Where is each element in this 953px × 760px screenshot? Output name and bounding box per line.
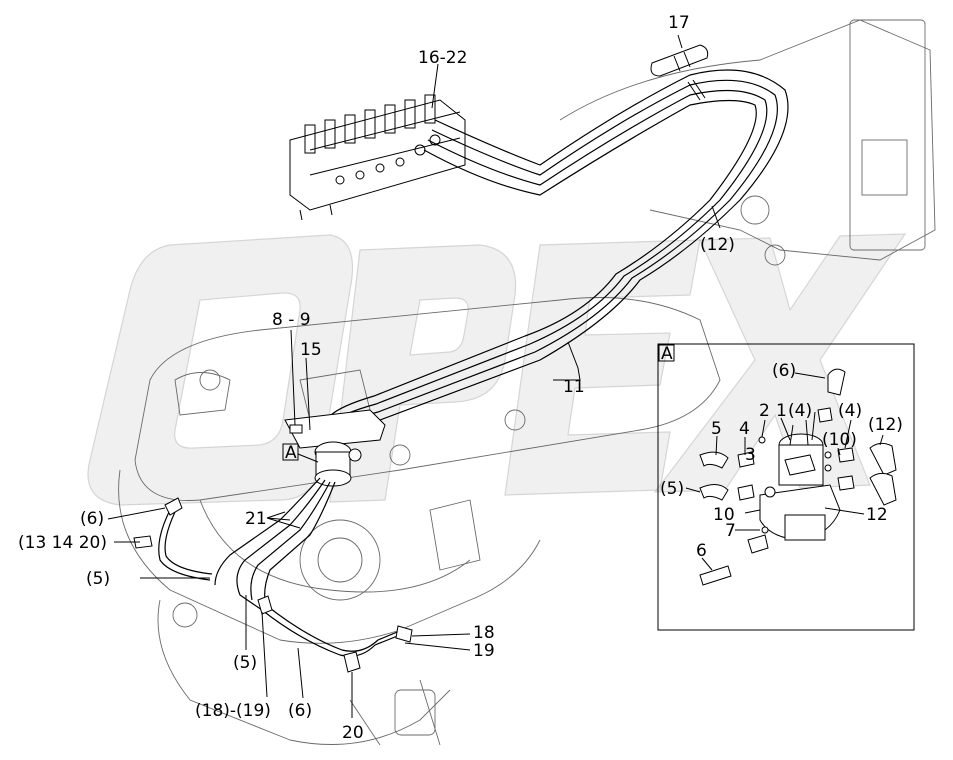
detail-tag-a: A [661, 344, 673, 364]
detail-label-6: 6 [696, 541, 707, 561]
label-8-9: 8 - 9 [272, 310, 311, 330]
main-labels: 17 16-22 (12) 8 - 9 15 A 11 21 (6) (13 1… [18, 13, 735, 743]
label-15: 15 [300, 340, 322, 360]
detail-label-4-a: (4) [788, 401, 812, 421]
leader-lines [107, 63, 884, 718]
hose-bundle [329, 69, 789, 441]
detail-a-frame [657, 343, 915, 631]
label-18-19: (18)-(19) [195, 701, 271, 721]
detail-a-tag-box [658, 344, 675, 362]
detail-label-2: 2 [759, 401, 770, 421]
label-5-a: (5) [86, 569, 110, 589]
label-12: (12) [700, 235, 735, 255]
detail-a-parts [699, 368, 897, 586]
detail-label-12: 12 [866, 505, 888, 525]
detail-a-marker-box [282, 443, 299, 461]
label-18: 18 [473, 623, 495, 643]
label-5-b: (5) [233, 653, 257, 673]
control-valve-bank [289, 94, 466, 221]
detail-label-3: 3 [745, 445, 756, 465]
lower-hoses [133, 477, 413, 673]
detail-label-4-b: (4) [838, 401, 862, 421]
label-13-14-20: (13 14 20) [18, 533, 107, 553]
detail-label-6-a: (6) [772, 361, 796, 381]
label-6-a: (6) [80, 509, 104, 529]
detail-label-4: 4 [739, 419, 750, 439]
label-21: 21 [245, 509, 267, 529]
detail-label-1: 1 [776, 401, 787, 421]
label-17: 17 [668, 13, 690, 33]
label-6-b: (6) [288, 701, 312, 721]
connector-17 [650, 34, 709, 101]
detail-label-10-a: (10) [822, 430, 857, 450]
label-16-22: 16-22 [418, 48, 467, 68]
label-20: 20 [342, 723, 364, 743]
detail-label-10: 10 [713, 505, 735, 525]
chassis-outline [118, 19, 936, 746]
swivel-assembly [284, 409, 386, 487]
label-a-main: A [285, 443, 297, 463]
detail-label-7: 7 [725, 521, 736, 541]
detail-label-12-a: (12) [868, 415, 903, 435]
label-19: 19 [473, 641, 495, 661]
detail-a-labels: A (6) 2 1 (4) (4) (12) 5 4 3 (10) (5) 10… [658, 344, 903, 561]
detail-label-5: 5 [711, 419, 722, 439]
label-11: 11 [563, 377, 585, 397]
detail-label-5-b: (5) [660, 479, 684, 499]
